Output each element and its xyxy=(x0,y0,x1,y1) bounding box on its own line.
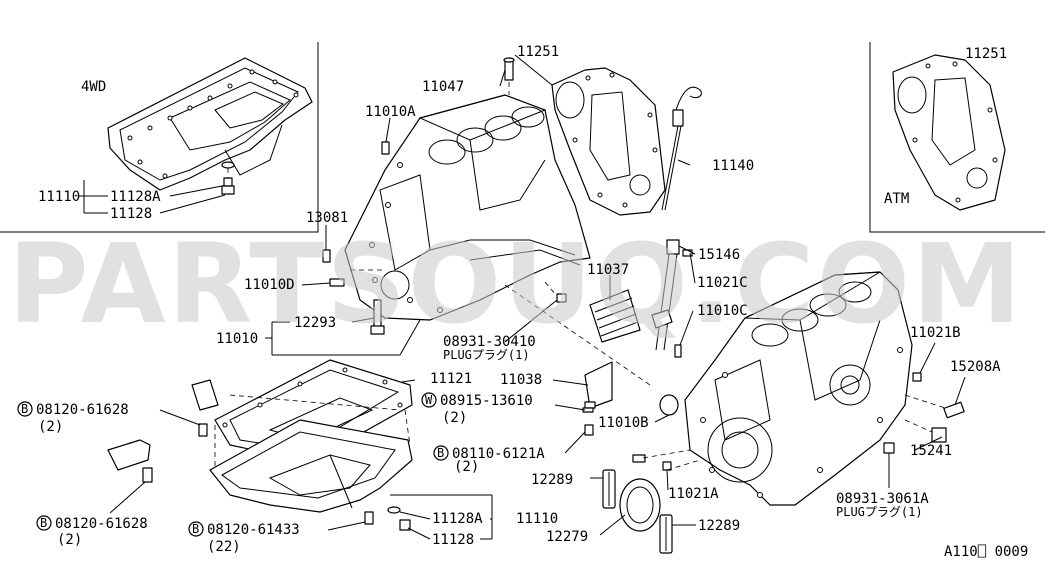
label-08110-6121a-qty: (2) xyxy=(454,459,479,475)
label-11010a[interactable]: 11010A xyxy=(365,104,416,120)
baffle-11037-illustration xyxy=(589,289,641,343)
plug-11021b-icon xyxy=(912,372,922,382)
label-variant-4wd: 4WD xyxy=(81,79,106,95)
label-12289-b[interactable]: 12289 xyxy=(698,518,740,534)
dipstick-11140-illustration xyxy=(661,86,702,211)
bracket-11038-illustration xyxy=(584,361,613,409)
label-11128-bottom[interactable]: 11128 xyxy=(432,532,474,548)
oil-pan-4wd-illustration xyxy=(107,57,313,191)
dowel-11010a-icon xyxy=(381,141,390,155)
connector-15241-icon xyxy=(904,419,947,443)
label-11121[interactable]: 11121 xyxy=(430,371,472,387)
bolt-08120-61433-icon xyxy=(364,511,374,525)
expansion-plug-icon xyxy=(659,394,679,416)
label-11010d[interactable]: 11010D xyxy=(244,277,295,293)
label-11021b[interactable]: 11021B xyxy=(910,325,961,341)
label-11010b[interactable]: 11010B xyxy=(598,415,649,431)
drawing-code: A110⎕ 0009 xyxy=(944,544,1028,560)
dowel-11010c-icon xyxy=(674,344,682,358)
label-12293[interactable]: 12293 xyxy=(294,315,336,331)
label-plug-2: PLUGプラグ(1) xyxy=(836,505,923,519)
label-11021a[interactable]: 11021A xyxy=(668,486,719,502)
bracket-left-upper-icon xyxy=(191,379,219,437)
label-11038[interactable]: 11038 xyxy=(500,372,542,388)
bolt-11047-icon xyxy=(503,57,515,95)
bracket-left-lower-icon xyxy=(107,439,153,483)
bolt-marker-letter: B xyxy=(40,516,47,530)
label-11128-top[interactable]: 11128 xyxy=(110,206,152,222)
label-11047[interactable]: 11047 xyxy=(422,79,464,95)
label-15241[interactable]: 15241 xyxy=(910,443,952,459)
dipstick-tube-15146-illustration xyxy=(651,239,680,351)
washer-marker-icon xyxy=(421,392,437,408)
label-11010c[interactable]: 11010C xyxy=(697,303,748,319)
label-11251-atm[interactable]: 11251 xyxy=(965,46,1007,62)
label-15146[interactable]: 15146 xyxy=(698,247,740,263)
label-08931-3061a[interactable]: 08931-3061A xyxy=(836,491,929,507)
label-11110-top[interactable]: 11110 xyxy=(38,189,80,205)
label-11110-bottom[interactable]: 11110 xyxy=(516,511,558,527)
label-13081[interactable]: 13081 xyxy=(306,210,348,226)
label-08120-61433[interactable]: 08120-61433 xyxy=(207,522,300,538)
label-12289-a[interactable]: 12289 xyxy=(531,472,573,488)
dowel-11010b-icon xyxy=(632,454,646,463)
inset-frame-4wd xyxy=(0,42,319,233)
label-08120-61433-qty: (22) xyxy=(207,539,241,555)
dowel-11010d-icon xyxy=(329,278,345,287)
label-12279[interactable]: 12279 xyxy=(546,529,588,545)
bolt-marker-icon xyxy=(433,445,449,461)
label-variant-atm: ATM xyxy=(884,191,909,207)
label-08915-13610[interactable]: 08915-13610 xyxy=(440,393,533,409)
cylinder-block-upper-illustration xyxy=(344,94,591,321)
label-08120-61628-a[interactable]: 08120-61628 xyxy=(36,402,129,418)
bolt-marker-icon xyxy=(188,521,204,537)
label-11128a-bottom[interactable]: 11128A xyxy=(432,511,483,527)
label-11021c[interactable]: 11021C xyxy=(697,275,748,291)
inset-frame-atm xyxy=(869,42,1045,233)
bolt-marker-icon xyxy=(17,401,33,417)
label-11010[interactable]: 11010 xyxy=(216,331,258,347)
rear-oil-seal-12279-icon xyxy=(619,478,661,532)
bolt-08110-6121a-icon xyxy=(584,424,594,436)
label-08120-61628-b-qty: (2) xyxy=(57,532,82,548)
rear-plate-11251-illustration xyxy=(551,67,666,216)
plug-08931-3061a-icon xyxy=(883,442,895,488)
drain-plug-lower-icon xyxy=(387,506,411,531)
bolt-marker-icon xyxy=(36,515,52,531)
plug-08931-30410-icon xyxy=(556,293,567,303)
bolt-marker-letter: B xyxy=(437,446,444,460)
oil-pan-lower-illustration xyxy=(209,419,413,513)
watermark-text: PARTSOUQ.COM xyxy=(8,220,1024,348)
label-08931-30410[interactable]: 08931-30410 xyxy=(443,334,536,350)
oil-filter-stud-15208a-icon xyxy=(904,394,965,419)
cylinder-block-lower-illustration xyxy=(684,271,913,506)
label-15208a[interactable]: 15208A xyxy=(950,359,1001,375)
rear-plate-atm-illustration xyxy=(892,54,1006,211)
oil-pan-gasket-11121-illustration xyxy=(214,359,413,463)
bolt-marker-letter: B xyxy=(21,402,28,416)
washer-marker-letter: W xyxy=(425,393,433,407)
drain-plug-4wd-icon xyxy=(221,161,235,195)
side-seal-12289-b-icon xyxy=(659,514,673,554)
label-08120-61628-b[interactable]: 08120-61628 xyxy=(55,516,148,532)
label-11251[interactable]: 11251 xyxy=(517,44,559,60)
side-seal-12289-a-icon xyxy=(602,469,616,509)
label-11128a-top[interactable]: 11128A xyxy=(110,189,161,205)
label-plug-1: PLUGプラグ(1) xyxy=(443,348,530,362)
label-08110-6121a[interactable]: 08110-6121A xyxy=(452,446,545,462)
label-11140[interactable]: 11140 xyxy=(712,158,754,174)
bolt-12293-icon xyxy=(370,299,385,335)
label-08120-61628-a-qty: (2) xyxy=(38,419,63,435)
label-08915-13610-qty: (2) xyxy=(442,410,467,426)
bolt-marker-letter: B xyxy=(192,522,199,536)
label-11037[interactable]: 11037 xyxy=(587,262,629,278)
